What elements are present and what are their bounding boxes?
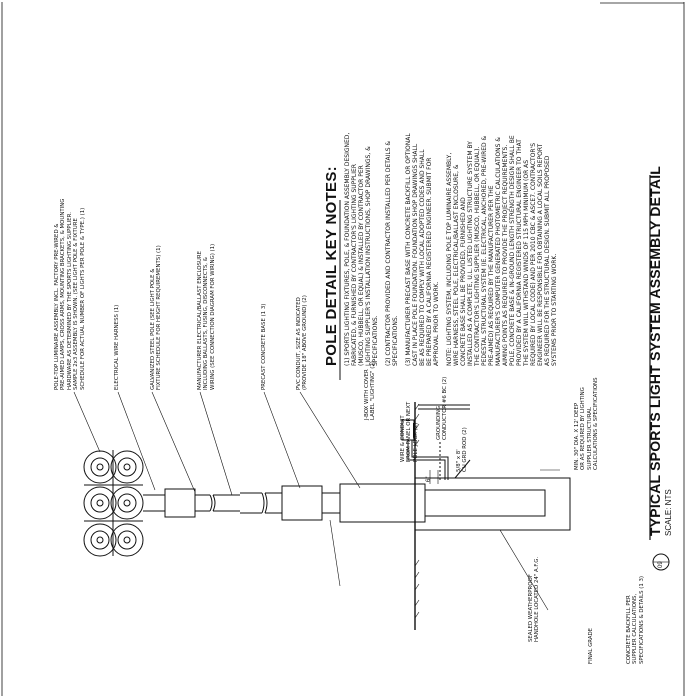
detail-scale: SCALE: NTS — [664, 489, 673, 536]
conduit — [407, 440, 446, 480]
steel-pole — [143, 488, 282, 518]
callout-pvc-conduit: PVC CONDUIT, SIZE AS INDICATED(PROVIDE 1… — [296, 295, 309, 390]
key-note-line: MANUFACTURER'S COMPUTER GENERATED PHOTOM… — [495, 137, 502, 366]
key-note-line: (2) CONTRACTOR PROVIDED AND CONTRACTOR I… — [385, 140, 392, 366]
key-note: (3) MANUFACTURER PRECAST BASE WITH CONCR… — [405, 133, 440, 366]
key-note: (2) CONTRACTOR PROVIDED AND CONTRACTOR I… — [385, 133, 399, 366]
key-note-line: BE AS REQUIRED TO COMPLY WITH LOCAL ADOP… — [419, 149, 426, 366]
callout-line: FINAL GRADE — [588, 627, 594, 664]
key-note-line: ENGINEER WILL BE RESPONSIBLE FOR OBTAINI… — [537, 143, 544, 366]
key-note-line: LIGHTING SUPPLIER'S INSTALLATION INSTRUC… — [365, 146, 372, 366]
key-note-line: THE SYSTEM WILL WITHSTAND WINDS OF 115 M… — [523, 159, 530, 366]
callout-line: SPECIFICATIONS & DETAILS (1 3) — [638, 576, 645, 664]
key-note-line: CONCRETE BASE SHALL BE PROVIDED, FURNISH… — [460, 197, 467, 366]
key-note-line: REQUIRED BY LOCAL CODE) AND PER 2010 CBC… — [530, 142, 537, 366]
callout-final-grade: FINAL GRADE — [588, 628, 594, 664]
key-note-line: PROVIDED BY A CALIFORNIA REGISTERED STRU… — [516, 139, 523, 366]
callout-line: FROM PANEL OR NEXT — [406, 401, 413, 462]
callout-enclosure: MANUFACTURER ELECTRICAL/BALLAST ENCLOSUR… — [197, 244, 216, 390]
callout-line: SCHEDULE FOR ACTUAL NUMBER OF LIGHTS PER… — [79, 207, 86, 390]
key-note-line: THE CONTRACTOR'S LIGHTING SUPPLIER (MUSC… — [474, 146, 481, 366]
callout-line: POLE J-BOX (2) — [412, 422, 419, 462]
key-note-line: (3) MANUFACTURER PRECAST BASE WITH CONCR… — [405, 133, 412, 366]
callout-line: PRE-AIMED LAMPS, CROSS ARMS, MOUNTING BR… — [60, 198, 67, 390]
key-note-line: APPROVAL PRIOR TO WORK. — [433, 281, 440, 366]
callout-line: INCLUDING BALLASTS, FUSING, DISCONNECTS,… — [203, 257, 210, 390]
callout-line: LABEL "LIGHTING" (2) — [370, 361, 377, 420]
key-note-line: INSTALLED AS A COMPLETE, U.L. LISTED LIG… — [467, 141, 474, 366]
key-note-line: BE PREPARED BY A CALIFORNIA REGISTERED E… — [426, 157, 433, 366]
key-note-line: SPECIFICATIONS. — [372, 315, 379, 366]
callout-line: FIXTURE SCHEDULE FOR HEIGHT REQUIREMENTS… — [156, 245, 163, 390]
key-note-line: CAST IN PLACE POLE FOUNDATION. FOUNDATIO… — [412, 143, 419, 366]
key-note-line: WIRE HARNESS, STEEL POLE, ELECTRICAL/BAL… — [453, 164, 460, 366]
callout-line: SAMPLE 2x3 ASSEMBLY IS SHOWN. (SEE LIGHT… — [73, 218, 80, 390]
key-note-line: SYSTEMS PRIOR TO STARTING WORK. — [551, 253, 558, 366]
callout-line: OR AS REQUIRED BY LIGHTING — [580, 387, 587, 470]
callout-line: CU GRD ROD (2) — [462, 427, 469, 472]
callout-line: (PROVIDE 18" ABOVE GROUND) (2) — [302, 295, 309, 390]
key-note-line: (MUSCO, HUBBELL, OR EQUAL) & INSTALLED B… — [358, 165, 365, 366]
callout-line: CONDUCTOR #6 BC (2) — [442, 376, 449, 440]
key-note-line: (1) SPORTS LIGHTING FIXTURES, POLE, & FO… — [344, 132, 351, 366]
key-note-line: SPECIFICATIONS. — [392, 315, 399, 366]
foundation — [414, 477, 571, 531]
key-note: (1) SPORTS LIGHTING FIXTURES, POLE, & FO… — [344, 133, 379, 366]
callout-line: CALCULATIONS & SPECIFICATIONS — [593, 377, 600, 470]
callout-line: WIRING (SEE CONNECTION DIAGRAM FOR WIRIN… — [209, 243, 216, 390]
callout-precast-base: PRECAST CONCRETE BASE (1 3) — [261, 304, 267, 390]
callout-steel-pole: GALVANIZED STEEL POLE (SEE LIGHT POLE &F… — [150, 245, 163, 390]
key-note-line: POLE, CONCRETE BASE & IN-GROUND LENGTH S… — [509, 135, 516, 366]
key-note-line: FABRICATED, & FURNISHED BY CONTRACTOR'S … — [351, 164, 358, 366]
callout-ground-rod: 5/8" x 8'CU GRD ROD (2) — [456, 427, 469, 472]
callout-line: PRECAST CONCRETE BASE (1 3) — [261, 303, 267, 390]
key-note-line: AS REQUIRED FOR THE STRUCTURAL DESIGN. S… — [544, 155, 551, 366]
key-note-line: AIMING POINTS AS REQUIRED TO PROVIDE THE… — [502, 144, 509, 366]
detail-title: TYPICAL SPORTS LIGHT SYSTEM ASSEMBLY DET… — [647, 165, 663, 536]
luminaire-heads — [83, 450, 144, 557]
key-note: NOTE: LIGHTING SYSTEM, INCLUDING POLE TO… — [446, 133, 558, 366]
precast-base — [339, 483, 426, 523]
key-note-line: PRE-AIMED) AS REQUIRED BY THE MANUFACTUR… — [488, 185, 495, 366]
key-notes-list: (1) SPORTS LIGHTING FIXTURES, POLE, & FO… — [344, 133, 564, 366]
callout-line: ELECTRICAL WIRE HARNESS (1) — [114, 304, 120, 390]
callout-wire-harness: ELECTRICAL WIRE HARNESS (1) — [114, 305, 120, 390]
ballast-enclosure — [281, 485, 323, 521]
dimension-label: 6" — [426, 476, 432, 482]
callout-luminaire: POLE-TOP LUMINAIRE ASSEMBLY INCL. FACTOR… — [54, 199, 86, 390]
key-notes-heading: POLE DETAIL KEY NOTES: — [323, 166, 340, 366]
detail-number: 09 — [658, 561, 664, 568]
key-note-line: NOTE: LIGHTING SYSTEM, INCLUDING POLE TO… — [446, 152, 453, 366]
key-note-line: PEDESTAL STRUCTURAL SYSTEM (IE. ELECTRIC… — [481, 135, 488, 366]
callout-line: HANDHOLE LOCATED 24" A.F.G. — [534, 556, 541, 642]
